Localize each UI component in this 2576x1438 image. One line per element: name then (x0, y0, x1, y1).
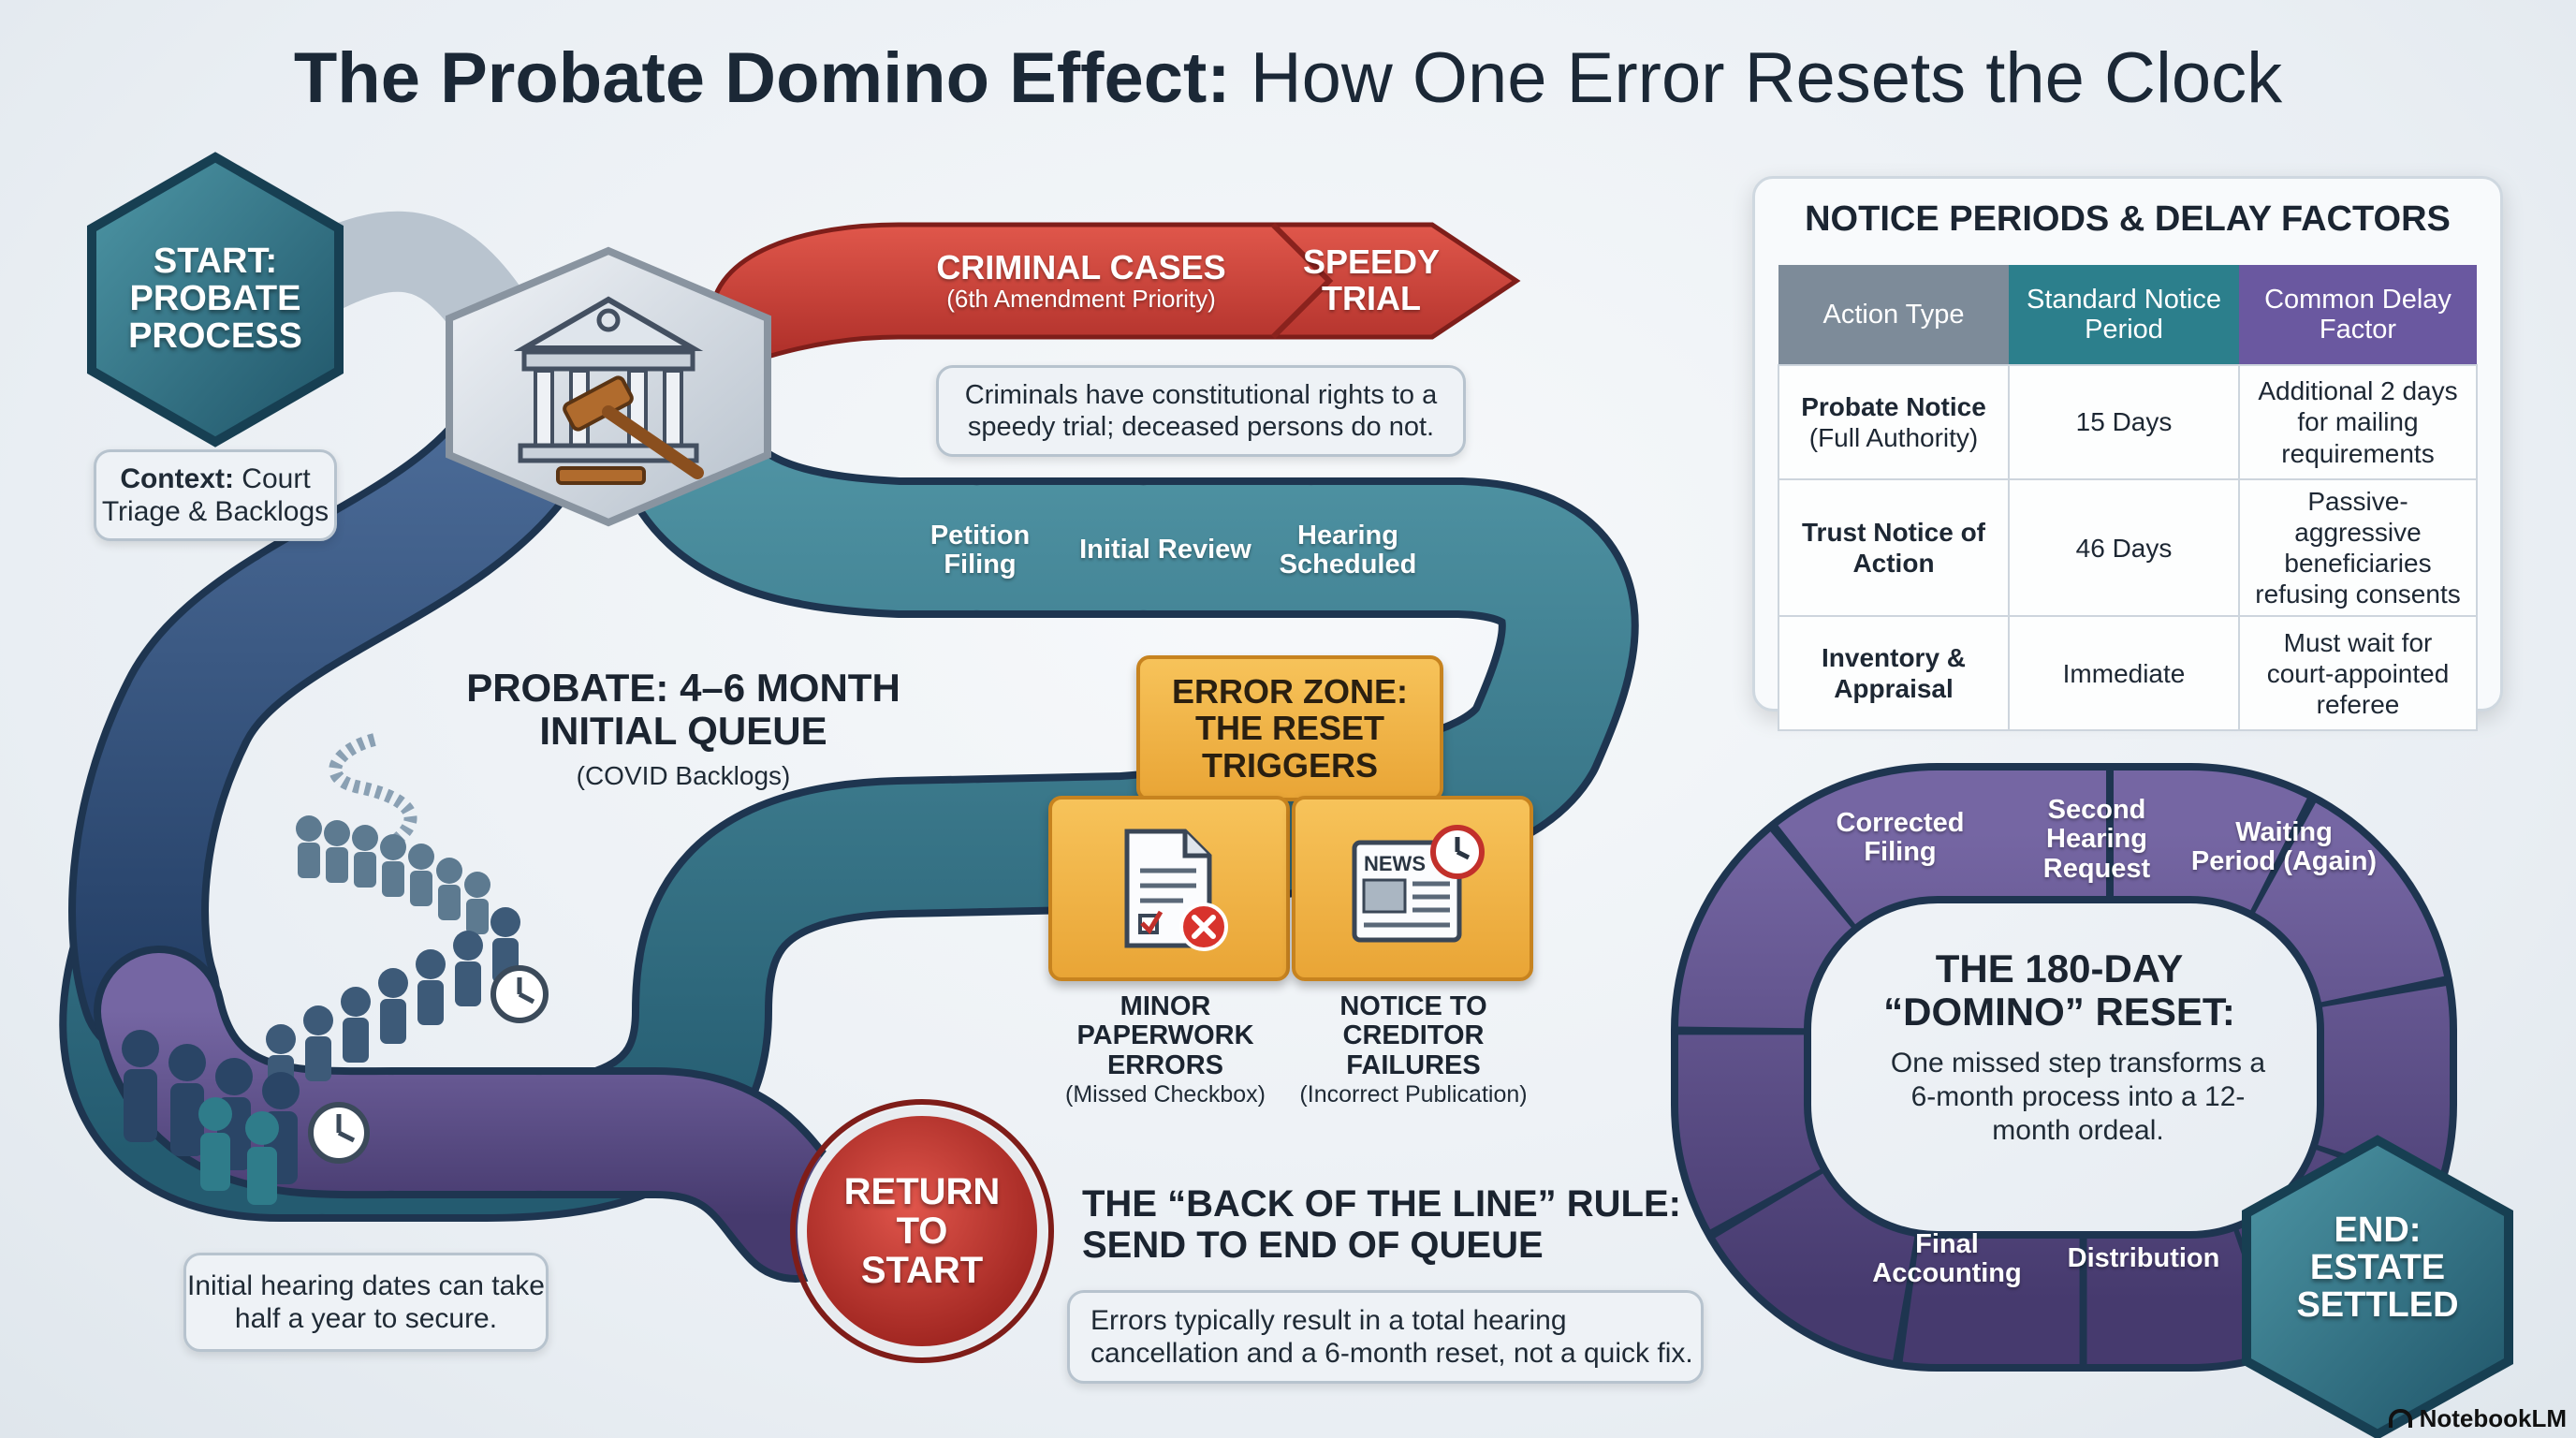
queue-sub: (COVID Backlogs) (576, 761, 791, 790)
notebooklm-icon (2389, 1409, 2412, 1428)
row1-period: 15 Days (2008, 364, 2240, 480)
return-line1: RETURN (843, 1171, 1001, 1212)
context-rest: Court Triage & Backlogs (101, 462, 329, 527)
step-initial-review: Initial Review (1079, 535, 1251, 565)
end-label: END: ESTATE SETTLED (2247, 1198, 2509, 1339)
row1-delay: Additional 2 days for mailing requiremen… (2238, 364, 2478, 480)
return-to-start-circle (798, 1107, 1046, 1356)
return-line2: TO (896, 1211, 948, 1252)
start-hex (87, 152, 344, 448)
error-card-paperwork[interactable] (1048, 796, 1290, 981)
step-second-hearing-request: Second Hearing Request (2042, 795, 2151, 884)
table-cell-action: Trust Notice of Action (1778, 477, 2010, 618)
criminal-cases-label: CRIMINAL CASES (6th Amendment Priority) (889, 236, 1273, 326)
row2-action: Trust Notice of Action (1801, 518, 1985, 579)
step-distribution: Distribution (2067, 1243, 2220, 1274)
table-header-action: Action Type (1778, 265, 2009, 365)
document-error-icon (1124, 829, 1228, 951)
context-bold: Context: (120, 462, 234, 494)
error-label-notice: NOTICE TO CREDITOR FAILURES (1339, 991, 1487, 1080)
error-zone-header: ERROR ZONE: THE RESET TRIGGERS (1136, 655, 1443, 801)
title-bold: The Probate Domino Effect: (293, 38, 1231, 118)
notice-table-panel: NOTICE PERIODS & DELAY FACTORS Action Ty… (1752, 176, 2503, 732)
criminal-title: CRIMINAL CASES (936, 247, 1226, 286)
table-header-delay: Common Delay Factor (2239, 265, 2477, 365)
row2-period: 46 Days (2008, 477, 2240, 618)
step-final-accounting: Final Accounting (1872, 1228, 2022, 1288)
table-row: Trust Notice of Action 46 Days Passive-a… (1778, 477, 2478, 618)
table-title: NOTICE PERIODS & DELAY FACTORS (1805, 199, 2451, 239)
end-line1: END: (2334, 1211, 2422, 1251)
step-petition-filing: Petition Filing (929, 520, 1031, 580)
queue-title: PROBATE: 4–6 MONTH INITIAL QUEUE (466, 666, 900, 754)
return-to-start-label[interactable]: RETURN TO START (810, 1150, 1034, 1313)
step-hearing-scheduled: Hearing Scheduled (1279, 520, 1417, 580)
hearing-note-bubble: Initial hearing dates can take half a ye… (183, 1253, 549, 1352)
criminal-note-bubble: Criminals have constitutional rights to … (936, 365, 1466, 457)
end-hex (2242, 1135, 2513, 1438)
table-header-row: Action Type Standard Notice Period Commo… (1778, 265, 2477, 365)
notice-table: Action Type Standard Notice Period Commo… (1778, 265, 2478, 732)
end-line2: ESTATE (2309, 1248, 2446, 1288)
step-waiting-period-again: Waiting Period (Again) (2190, 816, 2378, 876)
brand-text: NotebookLM (2419, 1403, 2567, 1432)
row3-action: Inventory & Appraisal (1821, 643, 1967, 704)
error-card-notice[interactable]: NEWS (1292, 796, 1533, 981)
reset-body: One missed step transforms a 6-month pro… (1890, 1048, 2266, 1146)
error-zone-title: ERROR ZONE: THE RESET TRIGGERS (1172, 671, 1408, 785)
return-line3: START (860, 1250, 984, 1291)
row2-delay: Passive-aggressive beneficiaries refusin… (2238, 477, 2478, 618)
brand-logo: NotebookLM (2389, 1402, 2567, 1434)
start-line1: START: (153, 242, 278, 282)
error-sub-notice: (Incorrect Publication) (1299, 1081, 1528, 1108)
page-title: The Probate Domino Effect: How One Error… (0, 37, 2576, 119)
error-label-paperwork: MINOR PAPERWORK ERRORS (1076, 991, 1254, 1080)
reset-title: THE 180-DAY “DOMINO” RESET: (1883, 946, 2235, 1034)
title-rest: How One Error Resets the Clock (1230, 38, 2283, 118)
table-row: Probate Notice(Full Authority) 15 Days A… (1778, 364, 2478, 480)
row1-action: Probate Notice (1801, 391, 1986, 421)
table-cell-action: Probate Notice(Full Authority) (1778, 364, 2010, 480)
context-bubble: Context: Court Triage & Backlogs (94, 449, 337, 541)
start-line3: PROCESS (128, 315, 302, 356)
crowd-queue-icon (122, 733, 549, 1205)
news-text: NEWS (1364, 852, 1426, 875)
table-header-notice: Standard Notice Period (2009, 265, 2239, 365)
criminal-sub: (6th Amendment Priority) (946, 285, 1216, 314)
row1-action-sub: (Full Authority) (1808, 423, 1979, 452)
row3-delay: Must wait for court-appointed referee (2238, 615, 2478, 732)
start-label: START: PROBATE PROCESS (92, 228, 339, 371)
row3-period: Immediate (2008, 615, 2240, 732)
error-sub-paperwork: (Missed Checkbox) (1065, 1081, 1266, 1108)
courthouse-gavel-icon (513, 296, 704, 485)
reset-loop-track (1671, 763, 2457, 1372)
newspaper-clock-icon: NEWS (1352, 825, 1485, 943)
back-rule-note: Errors typically result in a total heari… (1067, 1290, 1704, 1384)
step-corrected-filing: Corrected Filing (1836, 807, 1965, 867)
table-cell-action: Inventory & Appraisal (1778, 615, 2010, 732)
back-rule-title: THE “BACK OF THE LINE” RULE: SEND TO END… (1082, 1183, 1681, 1266)
speedy-trial-label: SPEEDY TRIAL (1302, 242, 1441, 317)
end-line3: SETTLED (2296, 1284, 2459, 1325)
start-line2: PROBATE (129, 279, 301, 319)
table-row: Inventory & Appraisal Immediate Must wai… (1778, 615, 2478, 732)
